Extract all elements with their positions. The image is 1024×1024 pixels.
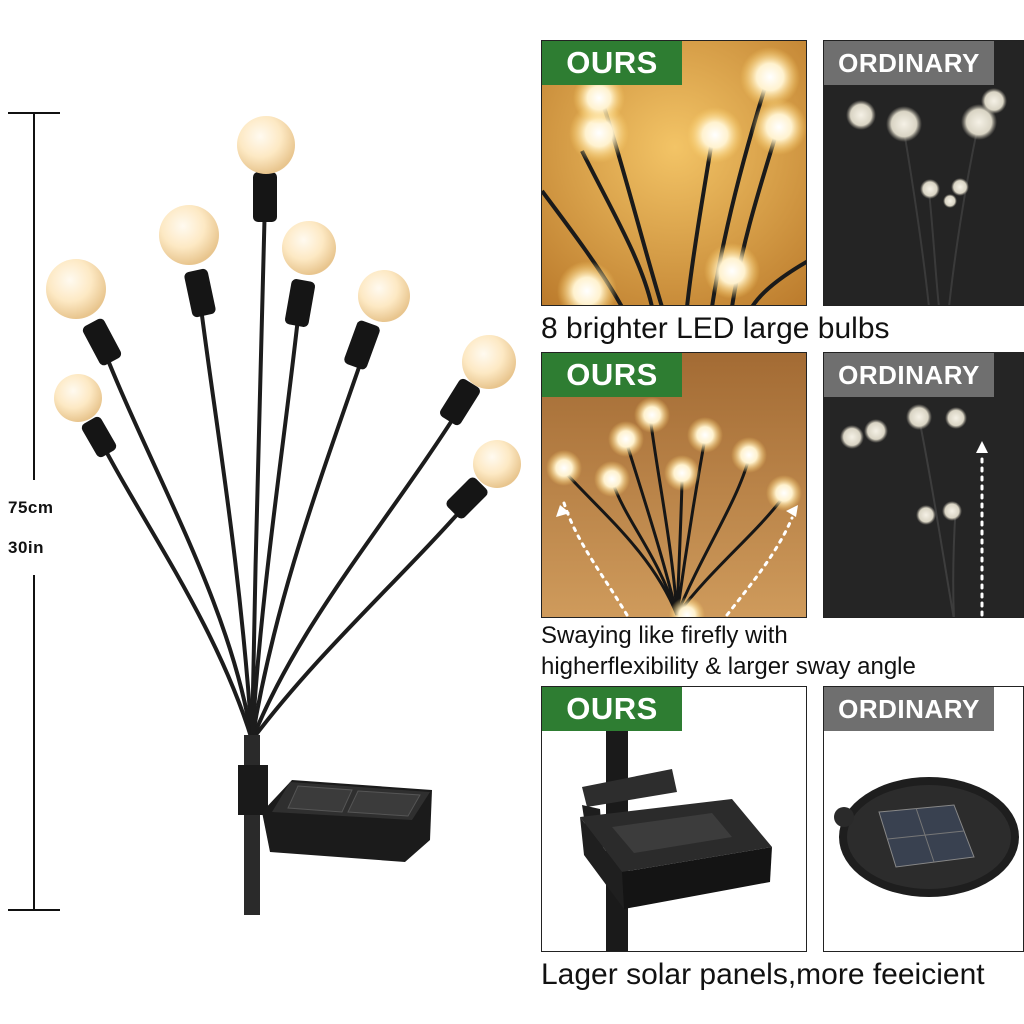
ordinary-sway-panel: ORDINARY bbox=[823, 352, 1024, 618]
ordinary-solar-panel: ORDINARY bbox=[823, 686, 1024, 952]
ordinary-tag: ORDINARY bbox=[824, 687, 994, 731]
firefly-light-product-image bbox=[46, 116, 521, 915]
ours-bulbs-panel: OURS bbox=[541, 40, 807, 306]
sway-caption-line-1: Swaying like firefly with bbox=[541, 622, 788, 649]
ours-sway-panel: OURS bbox=[541, 352, 807, 618]
ours-tag: OURS bbox=[542, 687, 682, 731]
bulbs-caption: 8 brighter LED large bulbs bbox=[541, 312, 890, 345]
ours-tag: OURS bbox=[542, 353, 682, 397]
ours-tag: OURS bbox=[542, 41, 682, 85]
ordinary-bulbs-panel: ORDINARY bbox=[823, 40, 1024, 306]
ordinary-tag: ORDINARY bbox=[824, 41, 994, 85]
height-in-label: 30in bbox=[8, 538, 45, 557]
ours-solar-panel: OURS bbox=[541, 686, 807, 952]
solar-caption: Lager solar panels,more feeicient bbox=[541, 958, 985, 991]
sway-caption: Swaying like firefly with higherflexibil… bbox=[541, 620, 916, 682]
sway-caption-line-2: higherflexibility & larger sway angle bbox=[541, 653, 916, 680]
ordinary-tag: ORDINARY bbox=[824, 353, 994, 397]
height-cm-label: 75cm bbox=[8, 498, 54, 517]
